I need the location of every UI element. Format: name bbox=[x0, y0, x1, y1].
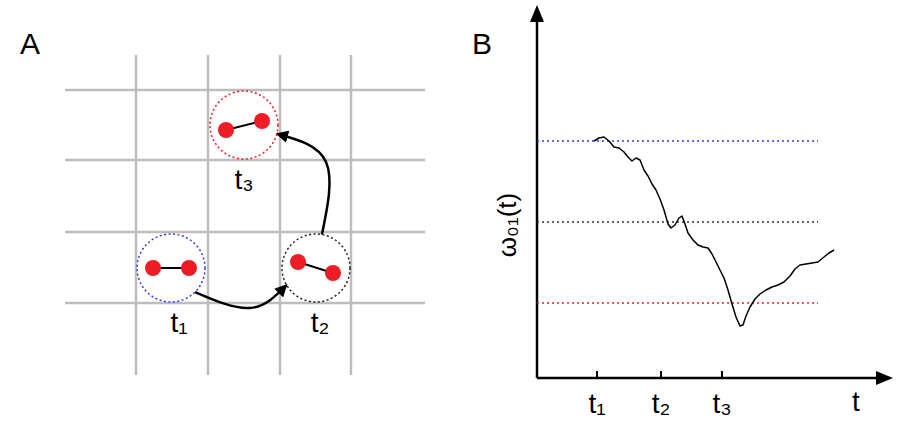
reference-line bbox=[537, 302, 818, 304]
grid-line bbox=[207, 55, 210, 375]
atom bbox=[254, 113, 270, 129]
dotted-circle bbox=[282, 234, 350, 302]
label-anchor: t₁ bbox=[588, 388, 605, 420]
label-anchor: A bbox=[20, 27, 40, 62]
grid-line bbox=[279, 55, 282, 375]
grid-line bbox=[65, 231, 425, 234]
atom bbox=[145, 260, 161, 276]
circle-outline bbox=[136, 233, 206, 303]
molecule bbox=[145, 260, 197, 276]
circle-outline bbox=[281, 233, 351, 303]
tick-mark bbox=[660, 371, 662, 378]
axis-arrowhead bbox=[530, 5, 544, 22]
label-anchor: t₂ bbox=[652, 388, 671, 420]
axis-arrowhead bbox=[876, 371, 893, 385]
time-label: t₁ bbox=[144, 307, 214, 339]
position-circle: t₂ bbox=[281, 233, 351, 303]
reference-line bbox=[537, 140, 818, 142]
tick-mark bbox=[596, 371, 598, 378]
time-label: t₃ bbox=[209, 164, 279, 196]
label-anchor: t bbox=[852, 386, 860, 418]
circle-outline bbox=[209, 90, 279, 160]
molecule bbox=[290, 254, 341, 281]
axis-label: t bbox=[852, 386, 860, 418]
position-circle: t₃ bbox=[209, 90, 279, 160]
grid-line bbox=[65, 89, 425, 92]
atom bbox=[181, 260, 197, 276]
atom bbox=[290, 254, 306, 270]
frequency-trace bbox=[594, 137, 834, 326]
panel-letter: A bbox=[20, 27, 40, 62]
label-anchor: B bbox=[472, 27, 492, 62]
label-anchor: t₃ bbox=[712, 388, 731, 420]
position-circle: t₁ bbox=[136, 233, 206, 303]
grid-line bbox=[65, 159, 425, 162]
grid-line bbox=[350, 55, 353, 375]
dotted-circle bbox=[210, 91, 278, 159]
molecule bbox=[218, 113, 270, 138]
axis-label: t₁ bbox=[588, 388, 605, 420]
grid-line bbox=[135, 55, 138, 375]
panel-letter: B bbox=[472, 27, 492, 62]
axis-label: t₂ bbox=[652, 388, 671, 420]
grid-line bbox=[65, 302, 425, 305]
atom bbox=[325, 265, 341, 281]
dotted-circle bbox=[137, 234, 205, 302]
axis-title: ω₀₁(t) bbox=[493, 193, 523, 257]
time-label: t₂ bbox=[285, 307, 355, 339]
axis-label: t₃ bbox=[712, 388, 731, 420]
tick-mark bbox=[721, 371, 723, 378]
atom bbox=[218, 122, 234, 138]
hop-arrow bbox=[277, 134, 330, 235]
lattice-grid bbox=[65, 55, 425, 375]
label-anchor: ω₀₁(t) bbox=[493, 193, 523, 257]
hop-arrow bbox=[195, 285, 287, 308]
y-axis bbox=[536, 18, 539, 378]
plot-axes bbox=[530, 5, 893, 385]
x-axis bbox=[537, 377, 880, 380]
